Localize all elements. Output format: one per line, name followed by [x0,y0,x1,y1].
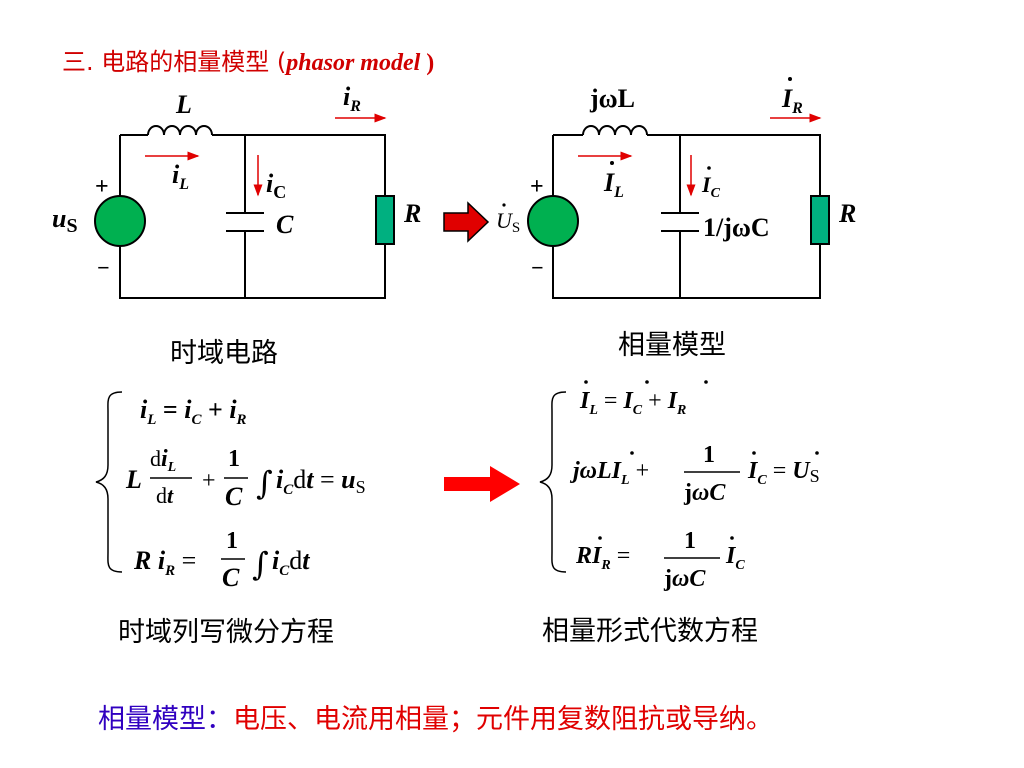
svg-text:1: 1 [684,528,696,554]
label-iL: iL [172,160,189,193]
svg-text:jωLIL +: jωLIL + [569,458,649,488]
resistor-left [375,195,395,245]
slide-title: 三. 电路的相量模型 (phasor model ) [62,48,434,76]
label-C: C [276,210,294,239]
svg-text:IL: IL [603,168,624,201]
equation-transform-arrow-icon [444,466,520,502]
label-US-phasor: US [496,203,520,236]
label-IC-phasor: IC [701,166,721,201]
time-domain-circuit [119,125,386,299]
svg-text:jωC: jωC [663,566,706,592]
phasor-circuit [552,125,821,299]
label-IL-phasor: IL [603,161,624,201]
capacitor-plates [661,212,699,232]
svg-text:iCdt: iCdt [272,546,310,579]
label-R-right: R [838,199,856,228]
equation-time-2: L diL dt + 1 C ∫ iCdt = uS [125,446,366,511]
svg-text:diL: diL [150,446,176,475]
svg-text:∫: ∫ [256,464,273,502]
voltage-source-right [527,195,579,247]
label-iC: iC [266,169,286,202]
equation-phasor-2: jωLIL + 1 jωC IC = US [569,442,820,506]
footer-text: 电压、电流用相量；元件用复数阻抗或导纳。 [233,704,773,735]
label-IR-phasor: IR [781,77,803,117]
svg-text:RIR =: RIR = [575,543,630,573]
label-iR: iR [343,82,361,115]
wire [647,134,821,196]
svg-text:1: 1 [228,446,240,472]
plus-left: + [95,174,109,200]
svg-text:jωC: jωC [683,480,726,506]
equation-time-1: iL = iC + iR [140,395,247,428]
svg-text:1: 1 [703,442,715,468]
wire [119,244,386,299]
svg-text:C: C [222,563,240,592]
equation-phasor-3: RIR = 1 jωC IC [575,528,745,592]
capacitor-plates [226,212,264,232]
footer-note: 相量模型：电压、电流用相量；元件用复数阻抗或导纳。 [98,704,773,735]
label-1-over-jwC: 1/jωC [703,213,770,242]
brace-left [95,391,123,573]
svg-text:C: C [225,482,243,511]
equation-phasor-1: IL = IC + IR [579,380,708,418]
svg-text:IC: IC [725,543,745,573]
svg-text:+: + [202,468,216,494]
label-R-left: R [403,199,421,228]
svg-text:R iR =: R iR = [133,546,196,579]
voltage-source-left [94,195,146,247]
svg-text:iCdt = uS: iCdt = uS [276,465,366,498]
plus-right: + [530,174,544,200]
caption-phasor-model: 相量模型 [618,330,726,361]
transform-arrow-icon [443,201,490,243]
equation-time-3: R iR = 1 C ∫ iCdt [133,528,310,592]
caption-time-equations: 时域列写微分方程 [118,617,334,648]
inductor-coil [582,125,648,136]
svg-text:dt: dt [156,483,174,508]
minus-left: − [97,255,110,280]
svg-text:iL = iC + iR: iL = iC + iR [140,395,247,428]
svg-text:IL = IC + IR: IL = IC + IR [579,388,686,418]
svg-text:IR: IR [781,84,803,117]
footer-label: 相量模型： [98,704,233,735]
label-jwL: jωL [589,84,635,113]
wire [552,244,821,299]
resistor-right [810,195,830,245]
label-uS: uS [52,204,78,237]
svg-text:IC = US: IC = US [747,458,820,488]
svg-text:US: US [496,208,520,236]
wire [212,134,386,196]
brace-right [539,391,567,573]
caption-phasor-equations: 相量形式代数方程 [542,616,758,647]
label-L: L [175,90,192,119]
svg-text:L: L [125,465,142,494]
inductor-coil [147,125,213,136]
svg-text:∫: ∫ [252,545,269,583]
svg-text:IC: IC [701,172,721,201]
caption-time-domain-circuit: 时域电路 [170,338,278,369]
svg-text:1: 1 [226,528,238,554]
minus-right: − [531,255,544,280]
